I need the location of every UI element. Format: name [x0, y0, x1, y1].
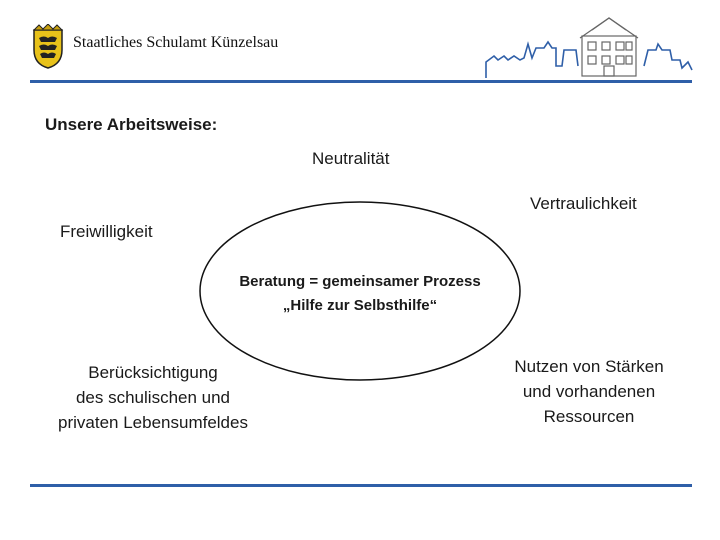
footer-divider: [30, 484, 692, 487]
header-title: Staatliches Schulamt Künzelsau: [73, 34, 278, 52]
nutzen-line-1: Nutzen von Stärken: [488, 354, 690, 379]
label-neutralitaet: Neutralität: [312, 146, 389, 171]
nutzen-line-2: und vorhandenen: [488, 379, 690, 404]
coat-of-arms-logo: [30, 24, 66, 70]
nutzen-line-3: Ressourcen: [488, 404, 690, 429]
label-freiwilligkeit: Freiwilligkeit: [60, 219, 153, 244]
ellipse-center-text: Beratung = gemeinsamer Prozess „Hilfe zu…: [200, 270, 520, 318]
label-beruecksichtigung: Berücksichtigung des schulischen und pri…: [30, 360, 276, 435]
label-nutzen: Nutzen von Stärken und vorhandenen Resso…: [488, 354, 690, 429]
town-skyline-graphic: [484, 14, 694, 80]
label-vertraulichkeit: Vertraulichkeit: [530, 191, 637, 216]
beruecksichtigung-line-1: Berücksichtigung: [30, 360, 276, 385]
center-line-1: Beratung = gemeinsamer Prozess: [200, 270, 520, 294]
header-divider: [30, 80, 692, 83]
center-line-2: „Hilfe zur Selbsthilfe“: [200, 294, 520, 318]
section-title: Unsere Arbeitsweise:: [45, 115, 217, 135]
beruecksichtigung-line-3: privaten Lebensumfeldes: [30, 410, 276, 435]
beruecksichtigung-line-2: des schulischen und: [30, 385, 276, 410]
